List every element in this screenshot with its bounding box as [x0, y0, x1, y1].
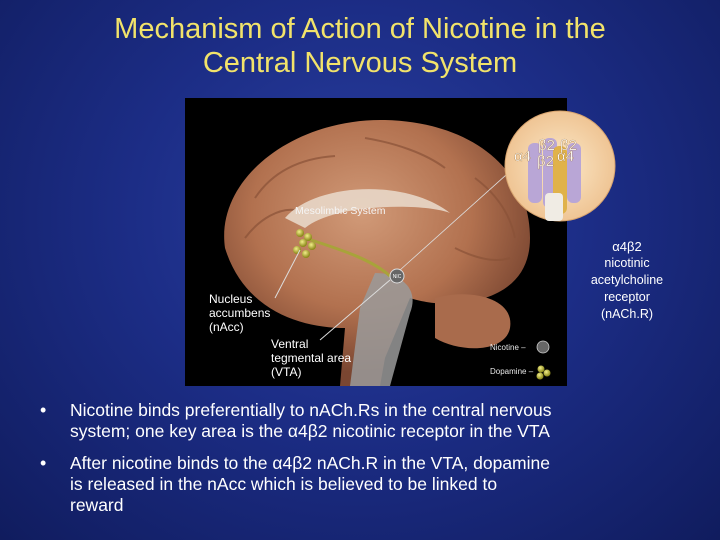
brain-illustration: NIC Mesolimbic System Nucleus accumbens … [185, 98, 616, 386]
cerebellum [435, 294, 511, 349]
vta-label-3: (VTA) [271, 365, 301, 379]
bullet-2-line1: After nicotine binds to the α4β2 nACh.R … [70, 453, 550, 473]
receptor-b2-center: β2 [537, 153, 554, 170]
vta-label-2: tegmental area [271, 351, 351, 365]
bullet-item-1: • Nicotine binds preferentially to nACh.… [40, 400, 700, 442]
receptor-caption: α4β2 nicotinic acetylcholine receptor (n… [566, 238, 688, 323]
bullet-2-line2: is released in the nAcc which is believe… [70, 474, 498, 494]
vta-label-1: Ventral [271, 337, 308, 351]
receptor-leader-line [399, 157, 526, 271]
legend-dopamine-icon [536, 365, 551, 380]
gyri-lines [244, 137, 516, 261]
receptor-a4-left: α4 [514, 148, 531, 165]
receptor-b2-top-right: β2 [560, 137, 577, 154]
nac-label-3: (nAcc) [209, 320, 244, 334]
nic-marker-circle [389, 268, 405, 284]
bullet-item-2: • After nicotine binds to the α4β2 nACh.… [40, 453, 700, 516]
caption-line4: receptor [604, 290, 650, 304]
bullet-marker: • [40, 400, 47, 420]
legend-nicotine-icon [536, 340, 550, 354]
receptor-subunits [528, 138, 581, 221]
caption-line1: α4β2 [612, 239, 642, 254]
nic-marker-text: NIC [393, 274, 402, 280]
receptor-b2-top-left: β2 [538, 137, 555, 154]
legend-nicotine-label: Nicotine – [490, 343, 526, 352]
nac-leader-line [274, 249, 301, 299]
mesolimbic-label: Mesolimbic System [295, 205, 386, 217]
legend-dopamine-label: Dopamine – [490, 367, 534, 376]
caption-line3: acetylcholine [590, 273, 664, 287]
receptor-a4-right: α4 [557, 148, 574, 165]
caption-line2: nicotinic [604, 256, 650, 270]
corpus-callosum [285, 189, 450, 228]
bullet-marker: • [40, 453, 47, 473]
slide-title: Mechanism of Action of Nicotine in the C… [0, 12, 720, 80]
bullet-2-line3: reward [70, 495, 124, 515]
nac-label-1: Nucleus [209, 292, 252, 306]
slide-title-line1: Mechanism of Action of Nicotine in the [114, 13, 606, 45]
bullet-1-line2: system; one key area is the α4β2 nicotin… [70, 421, 550, 441]
bullet-list: • Nicotine binds preferentially to nACh.… [40, 400, 700, 527]
caption-line5: (nACh.R) [600, 307, 654, 321]
brain-illustration-svg: NIC Mesolimbic System Nucleus accumbens … [209, 110, 616, 386]
dopamine-cluster [293, 229, 316, 258]
cerebrum-shape [224, 119, 531, 386]
vta-leader-line [319, 279, 391, 341]
mesolimbic-pathway [304, 236, 392, 278]
slide-title-line2: Central Nervous System [202, 47, 518, 79]
nac-label-2: accumbens [209, 306, 270, 320]
bullet-1-line1: Nicotine binds preferentially to nACh.Rs… [70, 400, 552, 420]
